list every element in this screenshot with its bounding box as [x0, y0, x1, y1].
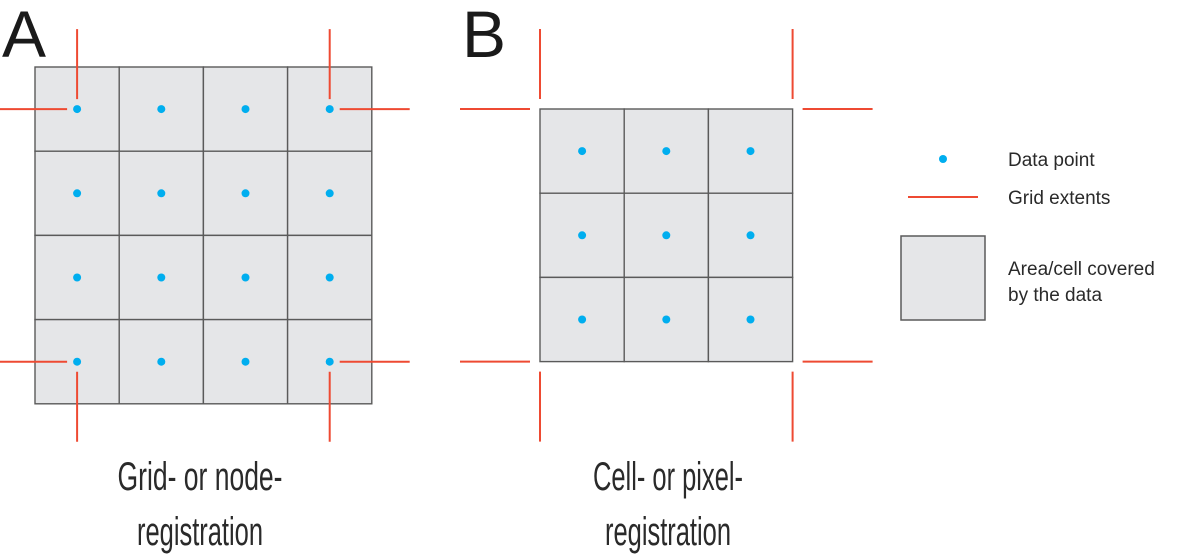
- data-point: [73, 189, 82, 198]
- data-point: [746, 315, 755, 324]
- data-point: [73, 105, 82, 114]
- grid-cell: [286, 150, 373, 237]
- data-point: [157, 273, 166, 282]
- legend-data-point-icon: [939, 155, 947, 163]
- data-point: [662, 147, 671, 156]
- data-point: [746, 231, 755, 240]
- data-point: [746, 147, 755, 156]
- legend-data-point-label: Data point: [1008, 150, 1095, 171]
- data-point: [325, 357, 334, 366]
- data-point: [578, 231, 587, 240]
- panel-grid-registration: A Grid- or node- registration: [0, 0, 410, 554]
- data-point: [325, 105, 334, 114]
- data-point: [241, 189, 250, 198]
- data-point: [578, 147, 587, 156]
- data-point: [241, 357, 250, 366]
- data-point: [157, 189, 166, 198]
- data-point: [73, 357, 82, 366]
- panel-b-caption-line1: Cell- or pixel-: [593, 455, 743, 499]
- panel-pixel-registration: B Cell- or pixel- registration: [460, 0, 873, 554]
- panel-b-letter: B: [462, 0, 506, 71]
- panel-b-caption-line2: registration: [605, 510, 731, 554]
- legend-area-label-line2: by the data: [1008, 285, 1102, 306]
- data-point: [662, 231, 671, 240]
- data-point: [241, 273, 250, 282]
- panel-a-caption-line1: Grid- or node-: [118, 455, 283, 499]
- data-point: [325, 273, 334, 282]
- data-point: [157, 105, 166, 114]
- panel-a-cells: [34, 66, 373, 405]
- panel-a-grid-extents: [0, 29, 410, 442]
- panel-b-data-points: [578, 147, 755, 324]
- panel-a-letter: A: [2, 0, 46, 71]
- data-point: [325, 189, 334, 198]
- panel-a-caption-line2: registration: [137, 510, 263, 554]
- grid-cell: [118, 318, 205, 405]
- panel-a-data-points: [73, 105, 334, 366]
- legend-area-cell-icon: [900, 235, 986, 321]
- data-point: [157, 357, 166, 366]
- data-point: [578, 315, 587, 324]
- legend-area-label-line1: Area/cell covered: [1008, 259, 1155, 280]
- legend: Data point Grid extents Area/cell covere…: [900, 150, 1155, 321]
- data-point: [241, 105, 250, 114]
- panel-b-grid-extents: [460, 29, 873, 442]
- legend-grid-extents-label: Grid extents: [1008, 188, 1110, 209]
- data-point: [73, 273, 82, 282]
- data-point: [662, 315, 671, 324]
